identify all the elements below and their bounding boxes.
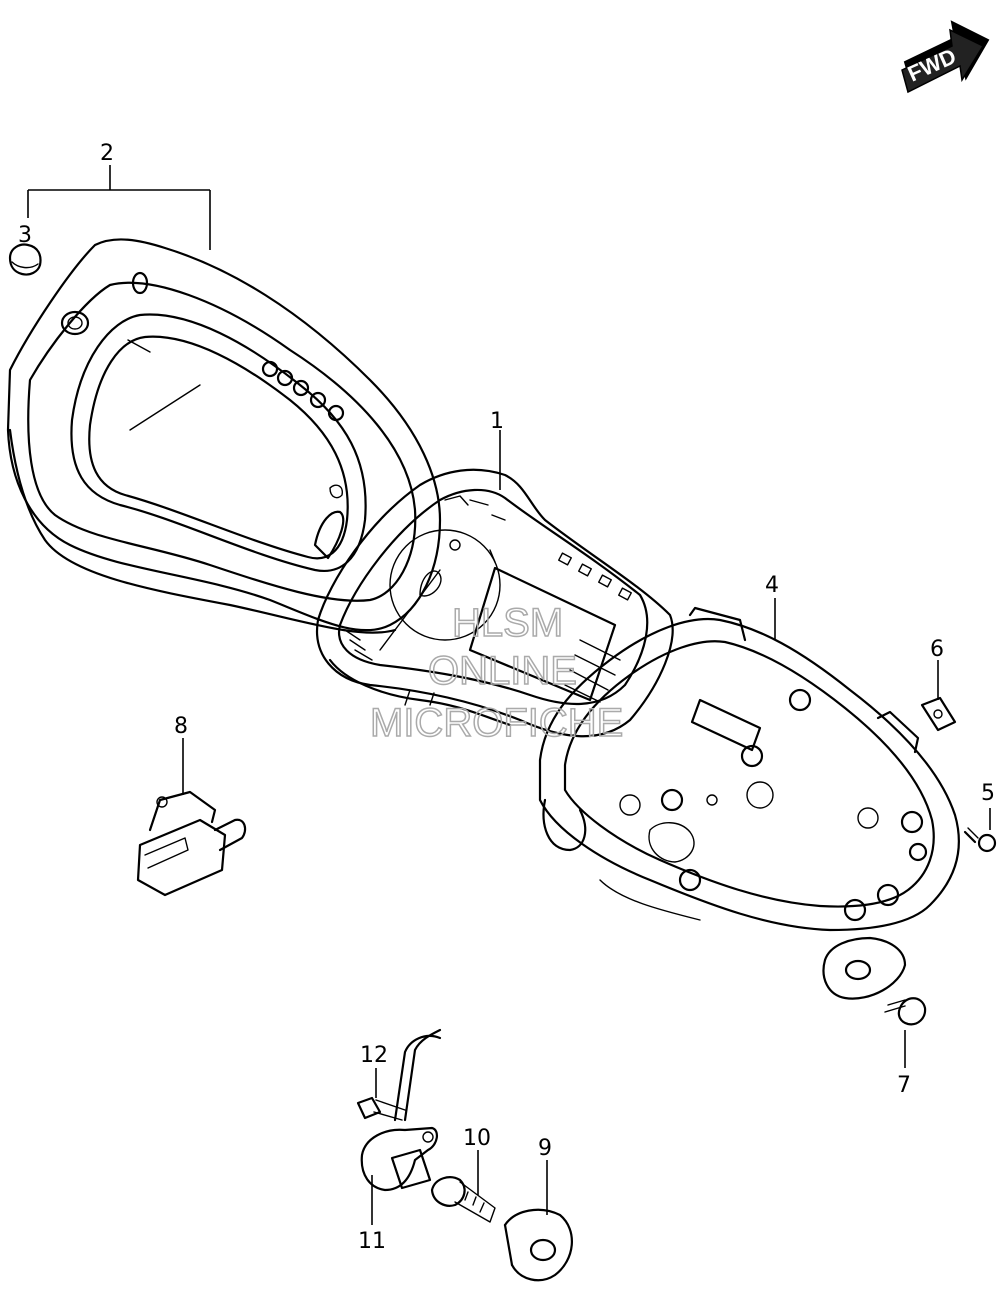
callout-4: 4 — [765, 573, 779, 598]
nut-clip-part — [920, 696, 957, 732]
fwd-arrow-icon: FWD — [901, 20, 990, 94]
callout-3: 3 — [18, 223, 32, 248]
callout-9: 9 — [538, 1136, 552, 1161]
callout-7: 7 — [897, 1073, 911, 1098]
mounting-screw-part — [884, 997, 927, 1026]
washer-part — [503, 1208, 574, 1282]
leader-lines — [27, 165, 991, 1225]
meter-case-part — [538, 606, 960, 1000]
watermark-line-1: HLSM — [452, 601, 563, 645]
callout-6: 6 — [930, 637, 944, 662]
screw-part — [963, 827, 997, 853]
callout-5: 5 — [981, 781, 995, 806]
callout-1: 1 — [490, 409, 504, 434]
callout-8: 8 — [174, 714, 188, 739]
adjusting-screw-part — [430, 1176, 496, 1223]
watermark: HLSM ONLINE MICROFICHE — [369, 600, 624, 746]
callout-10: 10 — [463, 1126, 491, 1151]
callout-12: 12 — [360, 1043, 388, 1068]
socket-part — [136, 790, 247, 897]
watermark-line-3: MICROFICHE — [370, 701, 623, 745]
bolt-part — [356, 1096, 406, 1121]
watermark-line-2: ONLINE — [428, 649, 577, 693]
cap-part — [8, 243, 42, 276]
meter-cover-part — [6, 238, 442, 634]
meter-assembly-part — [315, 468, 674, 738]
callout-2: 2 — [100, 141, 114, 166]
clamp-part — [360, 1028, 442, 1192]
callout-labels: 2 3 1 4 6 5 7 8 9 10 11 12 — [18, 141, 995, 1254]
callout-11: 11 — [358, 1229, 386, 1254]
